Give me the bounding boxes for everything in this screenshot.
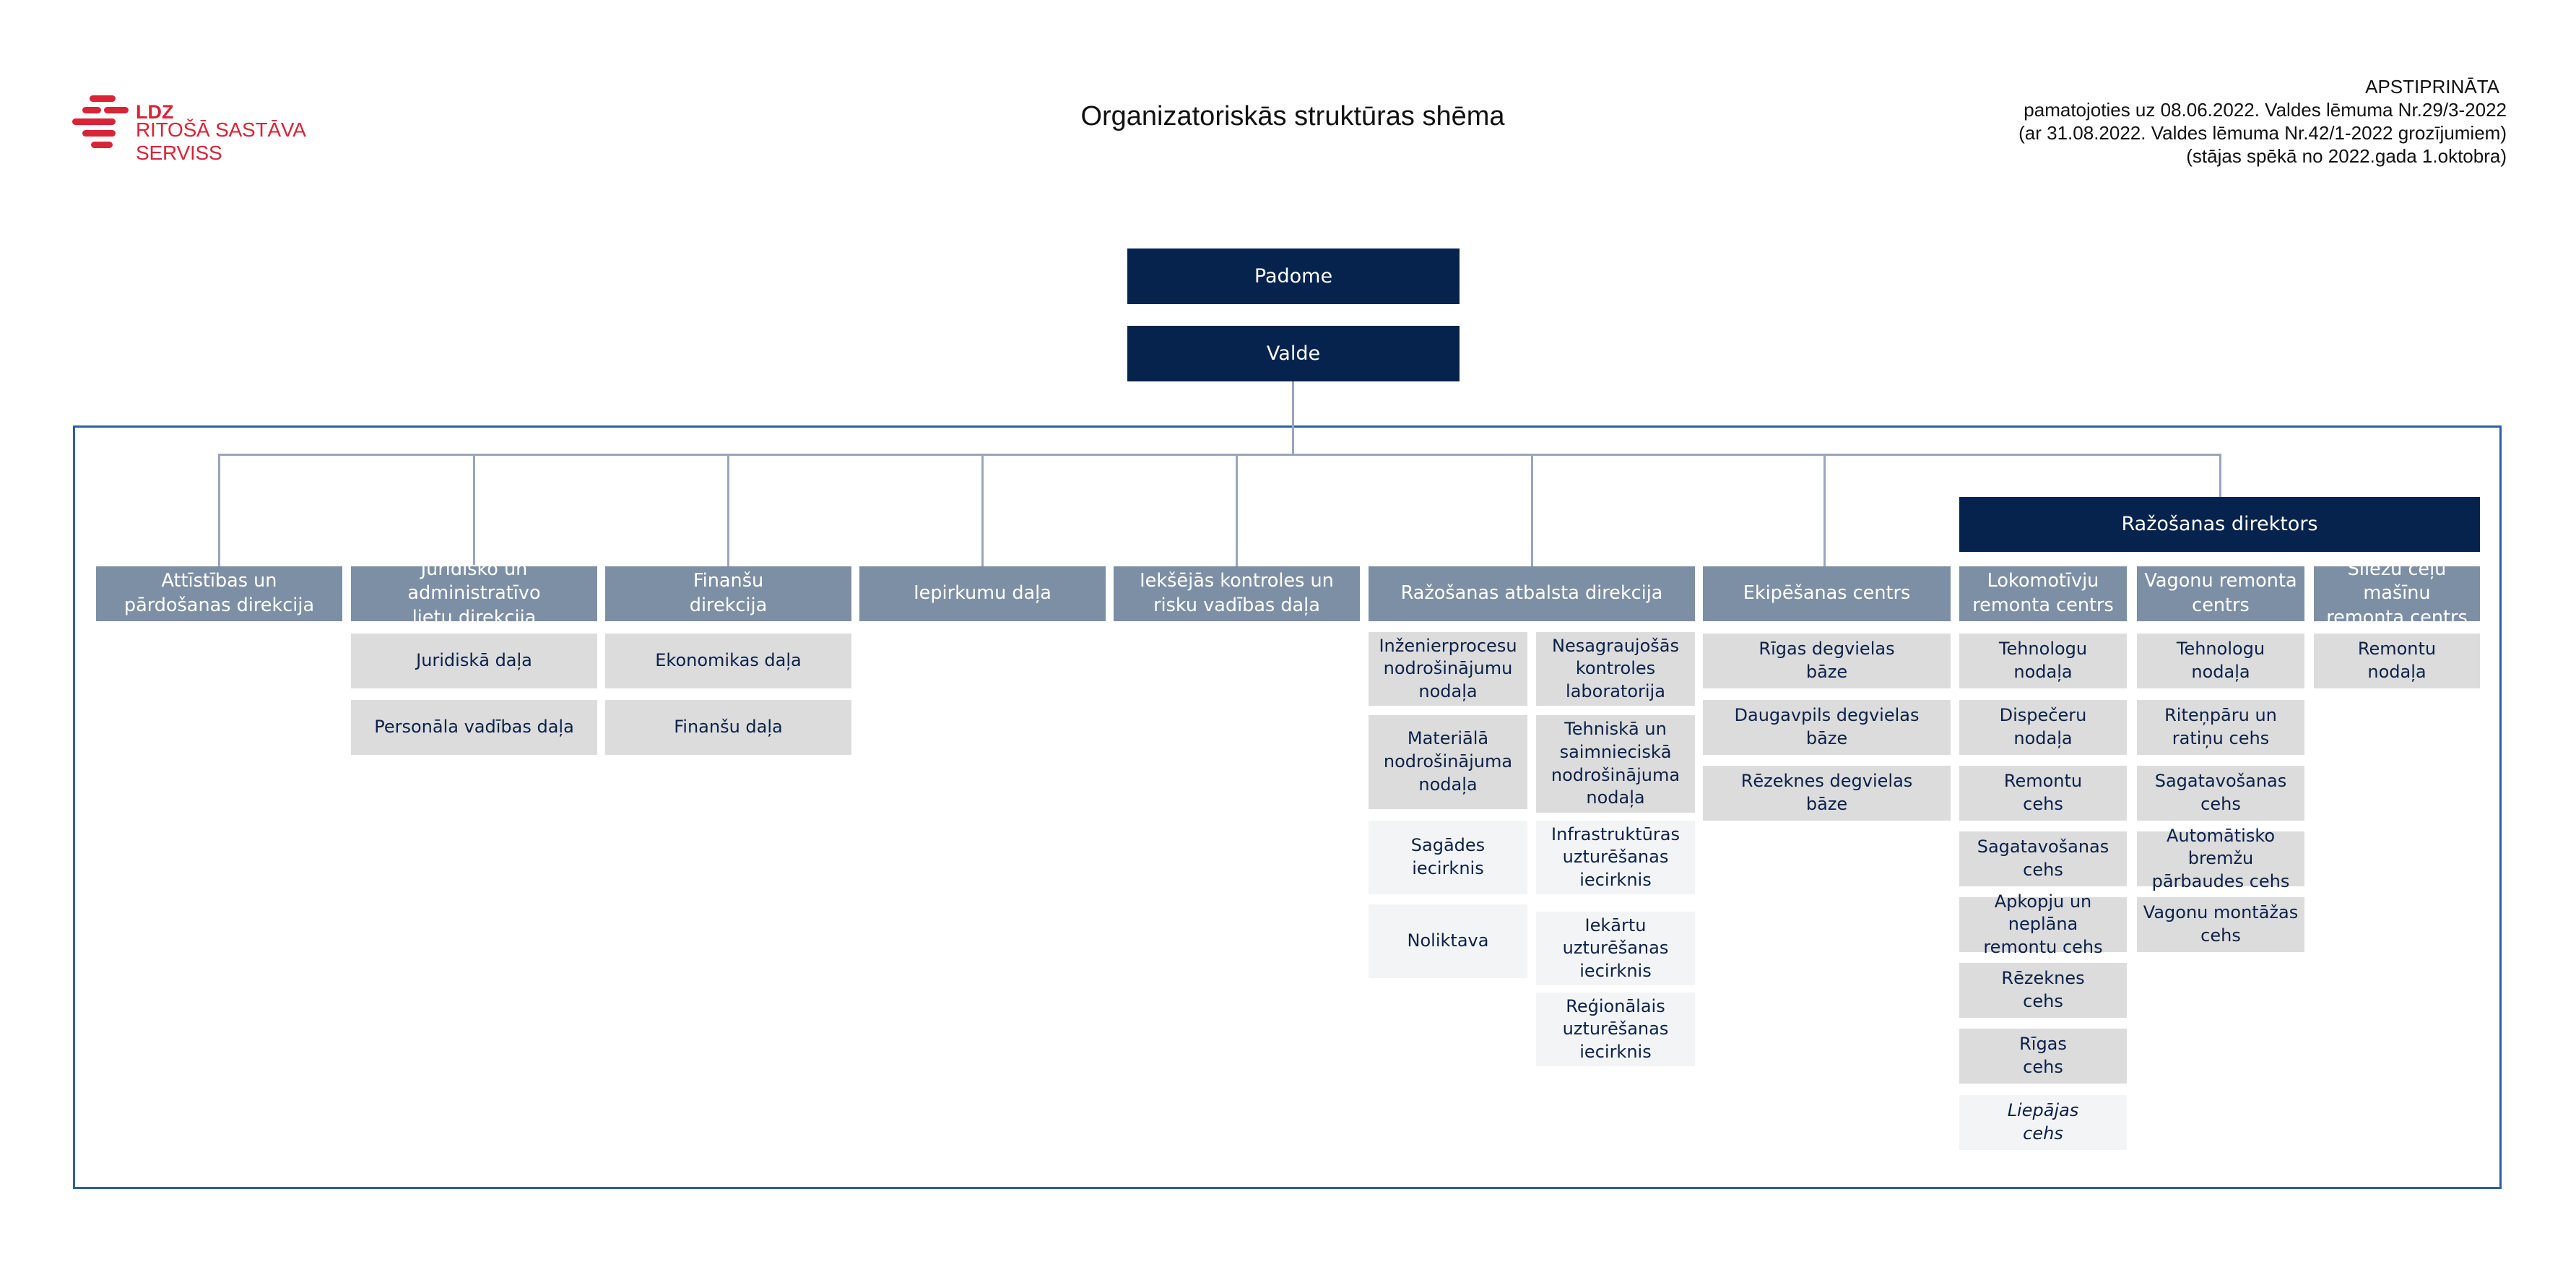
logo-company-name: RITOŠĀ SASTĀVA SERVISS [136, 118, 305, 164]
unit-loco-liepaja-shop: Liepājas cehs [1959, 1095, 2127, 1150]
connector-division-6 [1531, 454, 1533, 567]
division-development-sales: Attīstības un pārdošanas direkcija [96, 566, 342, 621]
unit-loco-rezekne-shop: Rēzeknes cehs [1959, 963, 2127, 1018]
logo-abbreviation: LDZ [136, 101, 174, 123]
approval-line-1: pamatojoties uz 08.06.2022. Valdes lēmum… [2024, 99, 2507, 121]
unit-loco-technologists: Tehnologu nodaļa [1959, 634, 2127, 688]
unit-loco-preparation-shop: Sagatavošanas cehs [1959, 831, 2127, 886]
production-director-box: Ražošanas direktors [1959, 497, 2480, 552]
unit-loco-riga-shop: Rīgas cehs [1959, 1029, 2127, 1084]
main-connector-bus [218, 454, 2221, 456]
approval-line-2: (ar 31.08.2022. Valdes lēmuma Nr.42/1-20… [2018, 122, 2507, 144]
unit-loco-maintenance-shop: Apkopju un neplāna remontu cehs [1959, 891, 2127, 957]
unit-loco-dispatchers: Dispečeru nodaļa [1959, 700, 2127, 755]
unit-infrastructure-maintenance: Infrastruktūras uzturēšanas iecirknis [1536, 821, 1695, 894]
division-procurement: Iepirkumu daļa [859, 566, 1106, 621]
unit-finance: Finanšu daļa [605, 700, 851, 755]
organization-frame [73, 425, 2502, 1189]
unit-economics: Ekonomikas daļa [605, 634, 851, 688]
unit-warehouse: Noliktava [1369, 904, 1527, 978]
connector-division-3 [727, 454, 729, 567]
unit-wagon-technologists: Tehnologu nodaļa [2137, 634, 2304, 688]
unit-equipment-maintenance: Iekārtu uzturēšanas iecirknis [1536, 912, 1695, 985]
division-finance: Finanšu direkcija [605, 566, 851, 621]
division-equipment-centre: Ekipēšanas centrs [1703, 566, 1951, 621]
connector-division-7 [1823, 454, 1826, 567]
approval-line-3: (stājas spēkā no 2022.gada 1.oktobra) [2186, 145, 2507, 167]
centre-track-machine-repair: Sliežu ceļu mašīnu remonta centrs [2314, 558, 2480, 628]
unit-wagon-assembly-shop: Vagonu montāžas cehs [2137, 897, 2304, 952]
division-internal-control: Iekšējās kontroles un risku vadības daļa [1114, 566, 1360, 621]
unit-riga-fuel-base: Rīgas degvielas bāze [1703, 634, 1951, 688]
centre-wagon-repair: Vagonu remonta centrs [2137, 566, 2304, 621]
approval-note: APSTIPRINĀTA pamatojoties uz 08.06.2022.… [2018, 75, 2507, 168]
connector-production-director [2219, 454, 2221, 498]
unit-wagon-wheelset-shop: Riteņpāru un ratiņu cehs [2137, 700, 2304, 755]
unit-regional-maintenance: Reģionālais uzturēšanas iecirknis [1536, 993, 1695, 1066]
board-connector [1292, 381, 1294, 455]
unit-engineering-processes: Inženierprocesu nodrošinājumu nodaļa [1369, 632, 1527, 706]
unit-track-repair-department: Remontu nodaļa [2314, 634, 2480, 688]
division-production-support: Ražošanas atbalsta direkcija [1369, 566, 1695, 621]
company-logo: LDZ RITOŠĀ SASTĀVA SERVISS [72, 94, 376, 164]
logo-mark-icon [72, 95, 129, 148]
unit-material-supply: Materiālā nodrošinājuma nodaļa [1369, 715, 1527, 809]
division-legal-admin: Juridisko un administratīvo lietu direkc… [351, 558, 597, 628]
unit-rezekne-fuel-base: Rēzeknes degvielas bāze [1703, 766, 1951, 821]
unit-wagon-brake-test-shop: Automātisko bremžu pārbaudes cehs [2137, 826, 2304, 891]
connector-division-1 [218, 454, 220, 567]
unit-technical-economic-support: Tehniskā un saimnieciskā nodrošinājuma n… [1536, 715, 1695, 813]
centre-locomotive-repair: Lokomotīvju remonta centrs [1959, 566, 2127, 621]
approval-heading: APSTIPRINĀTA [2365, 76, 2499, 98]
page-title: Organizatoriskās struktūras shēma [1080, 101, 1505, 131]
connector-division-4 [981, 454, 984, 567]
unit-wagon-preparation-shop: Sagatavošanas cehs [2137, 766, 2304, 821]
unit-loco-repair-shop: Remontu cehs [1959, 766, 2127, 821]
unit-ndt-laboratory: Nesagraujošās kontroles laboratorija [1536, 632, 1695, 706]
board-box: Valde [1127, 326, 1460, 381]
unit-daugavpils-fuel-base: Daugavpils degvielas bāze [1703, 700, 1951, 755]
unit-legal: Juridiskā daļa [351, 634, 597, 688]
connector-division-5 [1236, 454, 1238, 567]
unit-procurement-section: Sagādes iecirknis [1369, 821, 1527, 894]
council-box: Padome [1127, 248, 1460, 304]
connector-division-2 [473, 454, 475, 567]
unit-personnel: Personāla vadības daļa [351, 700, 597, 755]
